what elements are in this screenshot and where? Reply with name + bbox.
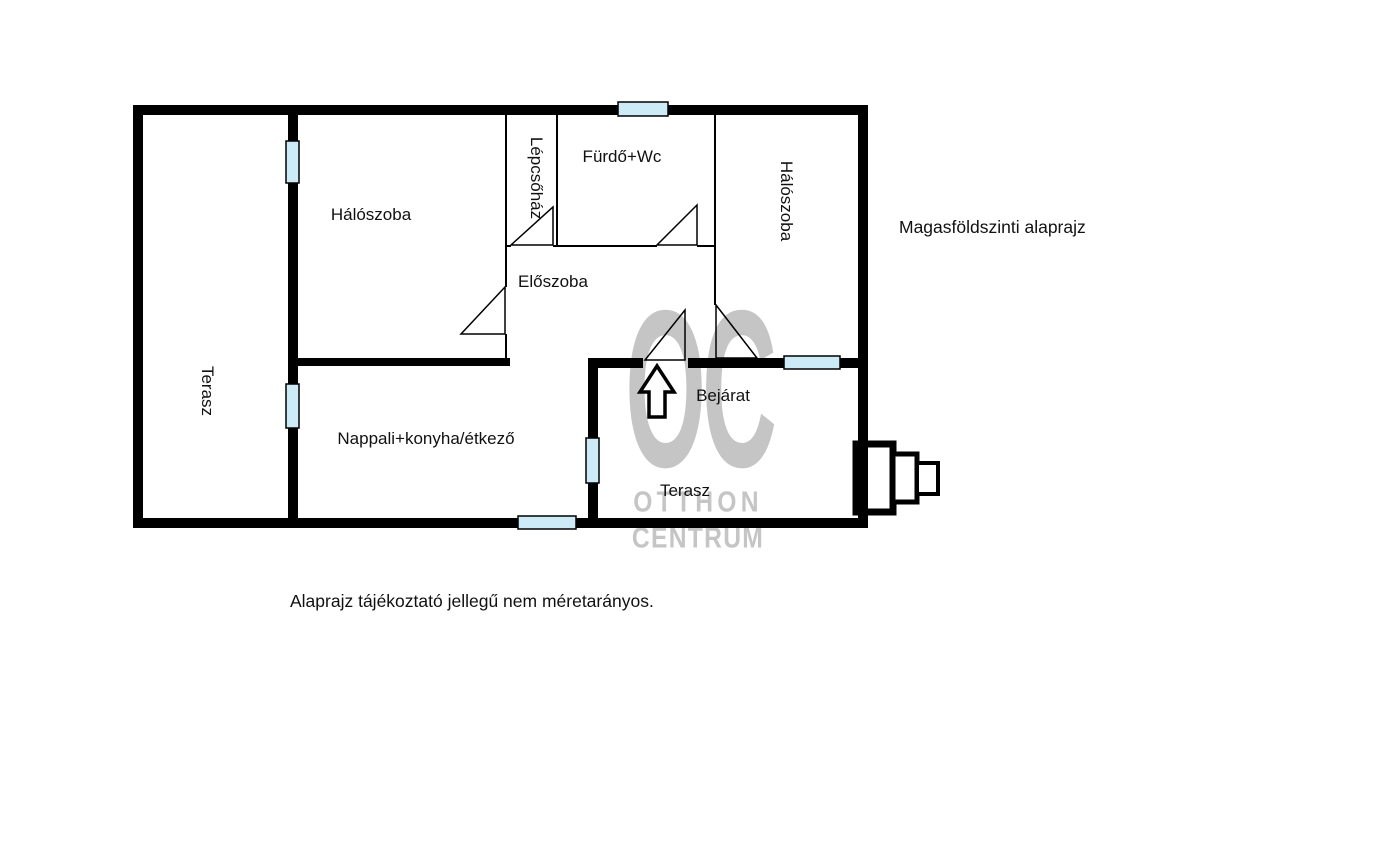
door-swing-entrance	[643, 307, 686, 361]
room-label-furdo-wc: Fürdő+Wc	[582, 147, 662, 166]
windows	[285, 101, 841, 530]
door-swing-bedroom-left	[459, 285, 506, 335]
door-swing-staircase	[509, 205, 554, 246]
room-label-nappali: Nappali+konyha/étkező	[337, 429, 515, 448]
entrance-arrow-icon	[636, 362, 678, 419]
window-bedroom-right	[783, 355, 841, 370]
watermark-centrum-text: CENTRUM	[631, 522, 765, 555]
room-label-terasz-left: Terasz	[198, 365, 217, 417]
window-left-upper	[285, 140, 300, 184]
watermark-otthon-text: OTTHON	[633, 486, 763, 519]
door-swing-bathroom	[655, 203, 698, 246]
window-terrace-side	[585, 437, 600, 484]
room-label-haloszoba-left: Hálószoba	[330, 205, 412, 224]
door-swing-bedroom-right	[715, 302, 759, 359]
window-living-bottom	[517, 515, 577, 530]
window-top	[617, 101, 669, 117]
terrace-steps	[852, 440, 940, 516]
door-swings	[459, 203, 759, 361]
walls	[133, 105, 868, 528]
room-label-haloszoba-right: Hálószoba	[777, 160, 796, 242]
disclaimer-text: Alaprajz tájékoztató jellegű nem méretar…	[290, 591, 654, 611]
window-left-lower	[285, 383, 300, 429]
room-label-eloszoba: Előszoba	[518, 272, 588, 291]
room-label-terasz-bottom: Terasz	[659, 481, 711, 500]
room-label-bejarat: Bejárat	[696, 386, 750, 405]
room-label-lepcsohaz: Lépcsőház	[527, 136, 546, 220]
plan-title: Magasföldszinti alaprajz	[899, 217, 1086, 237]
